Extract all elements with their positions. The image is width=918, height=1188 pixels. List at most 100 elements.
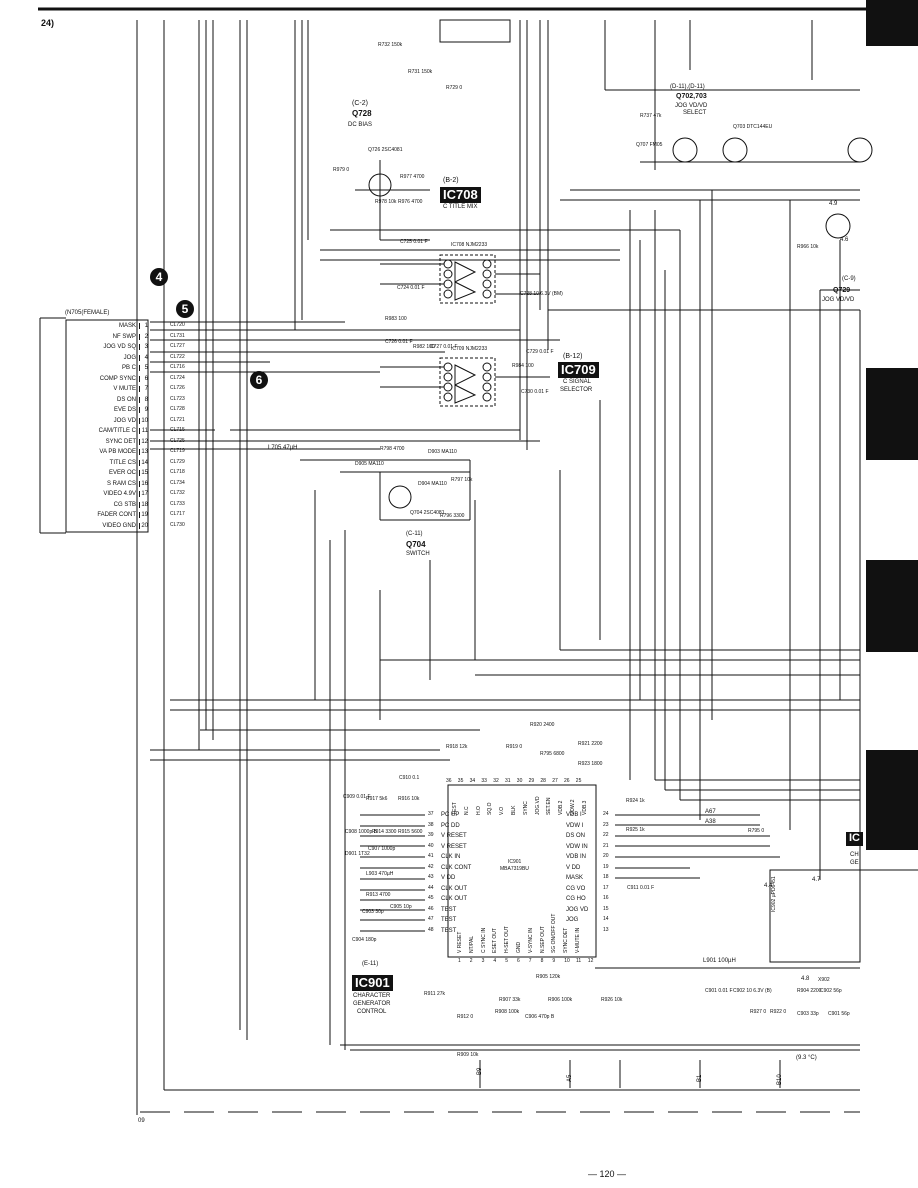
ref-b9: B9 bbox=[477, 1067, 483, 1075]
ic901-desc2: GENERATOR bbox=[353, 1001, 391, 1007]
ref-a5: A5 bbox=[567, 1074, 573, 1082]
ic709-label: IC709 bbox=[558, 362, 599, 378]
ic901-pin-name: V RESET bbox=[457, 931, 463, 953]
ic901-pin-number: 33 bbox=[481, 778, 487, 784]
connector-pin-name: JOG VD bbox=[113, 417, 136, 424]
voltage-4-7: 4.7 bbox=[812, 877, 821, 883]
ic901-pin-number: 9 bbox=[552, 958, 556, 964]
connector-cl-label: CL722 bbox=[170, 353, 185, 360]
r983-label: R983 100 bbox=[385, 316, 407, 322]
connector-cl-label: CL731 bbox=[170, 332, 185, 339]
connector-pin-name: JOG VD SQ bbox=[103, 344, 136, 350]
connector-cl-label: CL733 bbox=[170, 500, 185, 507]
x902-label: X902 bbox=[818, 977, 830, 983]
ic901-pin-name: SYNC bbox=[522, 801, 529, 815]
r795-label: R795 6800 bbox=[540, 751, 565, 757]
r908-label: R908 100k bbox=[495, 1009, 520, 1015]
d901-label: D901 1T32 bbox=[345, 851, 370, 857]
d903-label: D903 MA110 bbox=[428, 449, 457, 455]
r731-label: R731 150k bbox=[408, 69, 433, 75]
ic902-label: IC bbox=[846, 832, 863, 846]
r977-label: R977 4700 bbox=[400, 174, 425, 180]
ic901-pin-number: 8 bbox=[540, 958, 544, 964]
ic901-pin-number: 28 bbox=[540, 778, 546, 784]
r905-label: R905 120k bbox=[536, 974, 561, 980]
voltage-4-9: 4.9 bbox=[829, 201, 838, 207]
r911-label: R911 27k bbox=[424, 991, 446, 997]
ic901-pin-name: ESET OUT bbox=[492, 928, 499, 953]
ic901-pin-number: 4 bbox=[493, 958, 497, 964]
ic901-pin-name: PC UP bbox=[441, 812, 460, 818]
ic901-pin-number: 18 bbox=[603, 874, 609, 880]
r921-label: R921 2200 bbox=[578, 741, 603, 747]
connector-pin-number: 17 bbox=[139, 491, 148, 497]
c902-label: C902 10 6.3V (B) bbox=[733, 988, 772, 994]
ic901-pin-number: 35 bbox=[457, 778, 464, 784]
ic902-part: IC902 µPD6451 bbox=[771, 876, 777, 912]
ic901-pin-number: 5 bbox=[505, 958, 508, 964]
ic901-pin-name: C SYNC IN bbox=[480, 927, 487, 953]
ic901-pin-number: 44 bbox=[428, 884, 434, 891]
ic901-pin-number: 48 bbox=[428, 926, 434, 933]
q729-name: Q729 bbox=[833, 287, 851, 294]
r979-label: R979 0 bbox=[333, 167, 350, 173]
ic901-pin-number: 32 bbox=[493, 778, 499, 784]
ic901-pin-name: CG HO bbox=[566, 896, 586, 902]
ic901-pin-name: BLK bbox=[511, 805, 517, 815]
r737-label: R737 47k bbox=[640, 113, 662, 119]
connector-pin-number: 8 bbox=[139, 396, 148, 403]
connector-pin-name: SYNC DET bbox=[105, 438, 136, 445]
ic901-pin-number: 26 bbox=[564, 778, 570, 784]
r916-label: R916 10k bbox=[398, 796, 420, 802]
c903-label: C903 30p bbox=[362, 909, 384, 915]
ic901-pin-name: VDW IN bbox=[566, 843, 588, 850]
ic901-pin-number: 16 bbox=[603, 895, 609, 901]
ic901-pin-name: VDW.2 bbox=[570, 799, 576, 815]
ic901-pin-number: 17 bbox=[603, 884, 609, 891]
c904-label: C904 180p bbox=[352, 937, 377, 943]
ic901-pin-number: 2 bbox=[469, 958, 473, 964]
connector-pin-number: 3 bbox=[139, 344, 148, 350]
ic901-pin-name: VDB.3 bbox=[581, 800, 588, 815]
d905-label: D905 MA110 bbox=[355, 461, 384, 467]
ic901-pin-name: CG VO bbox=[566, 885, 586, 892]
connector-pin-number: 4 bbox=[139, 354, 148, 361]
q702-name: Q702,703 bbox=[676, 93, 707, 100]
c729-label: C729 0.01 F bbox=[526, 349, 554, 355]
marker-5: 5 bbox=[176, 300, 194, 318]
connector-pin-number: 9 bbox=[139, 407, 148, 413]
r912-label: R912 0 bbox=[457, 1014, 474, 1020]
ic901-pin-number: 29 bbox=[528, 778, 535, 784]
ic901-pin-number: 39 bbox=[428, 832, 434, 838]
connector-pin-name: VA PB MODE bbox=[99, 449, 136, 455]
ic901-pin-number: 46 bbox=[428, 905, 434, 912]
ic901-pin-name: TEST bbox=[452, 802, 458, 815]
connector-pin-number: 2 bbox=[139, 333, 148, 340]
ic901-pin-number: 31 bbox=[505, 778, 511, 784]
l705-label: L705 47µH bbox=[268, 445, 298, 451]
connector-pin-name: MASK bbox=[118, 323, 136, 329]
ref-a67: A67 bbox=[705, 809, 716, 815]
connector-pin-name: NF SWP bbox=[112, 333, 136, 340]
r976-label: R976 4700 bbox=[398, 199, 423, 205]
q729-desc: JOG VD/VD bbox=[822, 297, 855, 303]
r918-label: R918 12k bbox=[446, 744, 468, 750]
ic901-pin-number: 45 bbox=[428, 895, 434, 901]
r984-label: R984 100 bbox=[512, 363, 534, 369]
connector-pin-number: 14 bbox=[139, 459, 148, 466]
connector-pin-name: VIDEO GND bbox=[102, 522, 136, 529]
r798-label: R798 4700 bbox=[380, 446, 405, 452]
ic901-pin-number: 6 bbox=[517, 958, 520, 964]
ic901-pin-name: VDB I bbox=[566, 812, 582, 818]
ic901-pin-number: 19 bbox=[603, 863, 609, 870]
ic709-desc2: SELECTOR bbox=[560, 387, 593, 393]
ic901-pin-number: 11 bbox=[576, 958, 582, 964]
ic901-pin-number: 34 bbox=[469, 778, 476, 784]
page-number: — 120 — bbox=[588, 1169, 627, 1179]
ic901-pin-number: 27 bbox=[552, 778, 558, 784]
